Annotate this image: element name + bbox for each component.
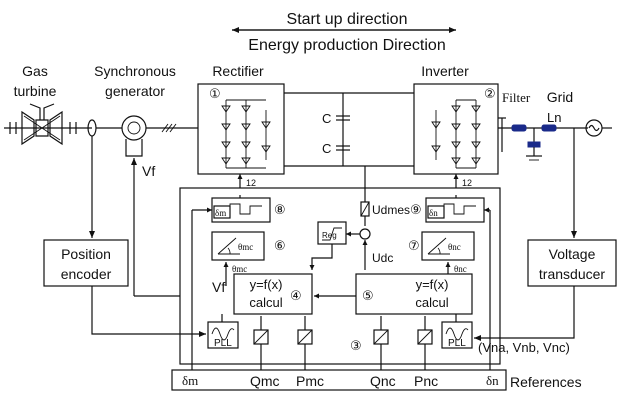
ref-dn: δn: [486, 373, 499, 388]
capacitor-top-label: C: [322, 111, 331, 126]
pll-right-label: PLL: [448, 338, 466, 349]
sync-gen-label-1: Synchronous: [94, 63, 176, 79]
inverter-switches-icon: [431, 99, 481, 169]
bus-count-left: 12: [246, 178, 256, 188]
udmes-label: Udmes: [372, 203, 410, 217]
calc4-line-2: calcul: [249, 295, 282, 310]
ref-filters: [253, 316, 433, 370]
block-3-number: ③: [350, 338, 362, 353]
theta-nc-out-label: θnc: [454, 264, 467, 274]
voltage-transducer-block: Voltage transducer: [527, 239, 617, 287]
reg-label: Reg: [322, 231, 337, 240]
voltage-transducer-label-2: transducer: [539, 266, 605, 282]
block-5-number: ⑤: [362, 288, 374, 303]
block-4-number: ④: [290, 288, 302, 303]
position-encoder-label-2: encoder: [61, 266, 112, 282]
start-up-label: Start up direction: [287, 11, 408, 28]
block-9-number: ⑨: [410, 202, 422, 217]
block-6-number: ⑥: [274, 238, 286, 253]
theta-nc-box-label: θnc: [448, 242, 461, 252]
angle-left-block: θmc ⑥: [211, 231, 286, 261]
energy-label: Energy production Direction: [248, 37, 445, 54]
delta-m-box-label: δm: [215, 208, 226, 218]
ref-pmc: Pmc: [296, 373, 324, 389]
ln-label: Ln: [547, 110, 561, 125]
modulator-left-block: δm ⑧: [211, 197, 286, 223]
bus-count-right: 12: [462, 178, 472, 188]
calc5-line-2: calcul: [415, 295, 448, 310]
synchronous-generator-icon: [121, 115, 198, 157]
pll-right-block: PLL: [441, 321, 473, 349]
reg-block: Reg: [317, 221, 347, 245]
block-8-number: ⑧: [274, 202, 286, 217]
inverter-number: ②: [484, 86, 496, 101]
pll-left-label: PLL: [214, 338, 232, 349]
theta-mc-out-label: θmc: [232, 264, 247, 274]
rectifier-number: ①: [209, 86, 221, 101]
rectifier-block: ①: [197, 83, 285, 175]
udc-measure: Udmes Udc: [346, 166, 410, 270]
ref-pnc: Pnc: [414, 373, 438, 389]
udc-label: Udc: [372, 251, 393, 265]
filter-capacitor: [527, 141, 541, 148]
position-encoder-label-1: Position: [61, 246, 111, 262]
calc5-line-1: y=f(x): [416, 277, 449, 292]
grid-label: Grid: [547, 89, 573, 105]
ref-qmc: Qmc: [250, 373, 280, 389]
position-encoder-block: Position encoder: [43, 239, 129, 287]
calc-right-block: y=f(x) calcul ⑤: [355, 273, 473, 315]
capacitor-bottom-label: C: [322, 141, 331, 156]
sync-gen-label-2: generator: [105, 83, 165, 99]
ref-qnc: Qnc: [370, 373, 396, 389]
ref-dm: δm: [182, 373, 198, 388]
inverter-label: Inverter: [421, 63, 469, 79]
filter-block: Ln: [498, 110, 588, 161]
references-label: References: [510, 374, 582, 390]
direction-header: Start up direction Energy production Dir…: [232, 11, 456, 54]
grid-voltages-label: (Vna, Vnb, Vnc): [478, 340, 570, 355]
encoder-to-pll-arrow: [91, 286, 206, 337]
block-7-number: ⑦: [408, 238, 420, 253]
gas-turbine-label-1: Gas: [22, 63, 48, 79]
gas-turbine-icon: [4, 103, 92, 146]
calc-left-block: y=f(x) calcul ④: [233, 273, 313, 315]
rectifier-label: Rectifier: [212, 63, 264, 79]
rectifier-switches-icon: [221, 99, 271, 169]
delta-n-box-label: δn: [429, 208, 438, 218]
filter-inductor-1: [511, 124, 527, 132]
references-bar: δm Qmc Pmc Qnc Pnc δn References: [171, 369, 582, 391]
angle-right-block: θnc ⑦: [408, 231, 475, 261]
calc4-line-1: y=f(x): [250, 277, 283, 292]
gas-turbine-label-2: turbine: [14, 83, 57, 99]
vf-label-inner: Vf: [212, 279, 225, 295]
filter-inductor-2: [541, 124, 557, 132]
voltage-transducer-label-1: Voltage: [549, 246, 596, 262]
pll-left-block: PLL: [207, 321, 239, 349]
filter-label: Filter: [502, 90, 531, 105]
dc-bus: C C: [284, 92, 414, 167]
inverter-block: ②: [413, 83, 499, 175]
transducer-to-pll-arrow: [474, 286, 575, 341]
vf-label-left: Vf: [142, 163, 155, 179]
theta-mc-box-label: θmc: [238, 242, 253, 252]
